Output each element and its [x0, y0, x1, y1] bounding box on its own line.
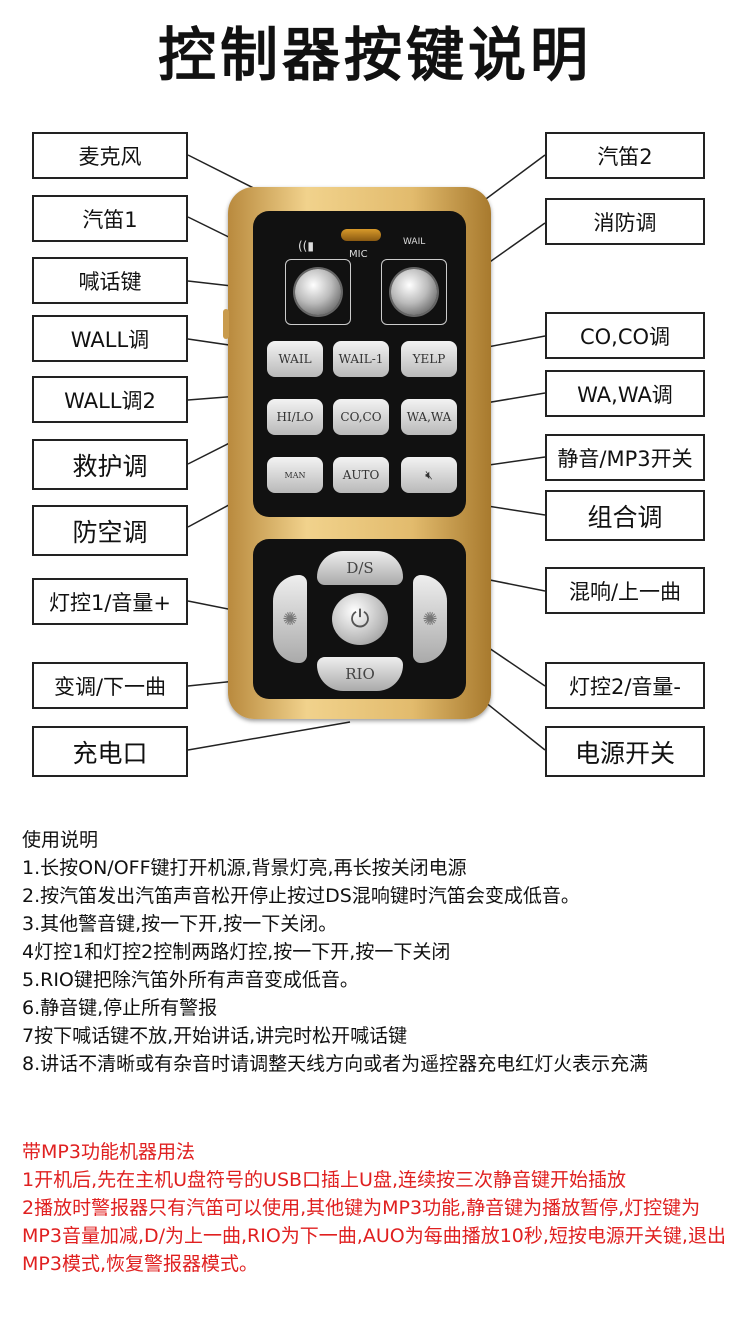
mp3-item: 2播放时警报器只有汽笛可以使用,其他键为MP3功能,静音键为播放暂停,灯控键为M… [22, 1197, 726, 1275]
label-horn2: 汽笛2 [545, 132, 705, 179]
label-combo: 组合调 [545, 490, 705, 541]
label-light2: 灯控2/音量- [545, 662, 705, 709]
wail-text: WAIL [403, 237, 426, 247]
power-button: ⏻ [332, 593, 388, 645]
usage-section: 使用说明 1.长按ON/OFF键打开机源,背景灯亮,再长按关闭电源 2.按汽笛发… [22, 826, 732, 1078]
light1-button: ✺ [273, 575, 307, 663]
sun-icon: ✺ [282, 608, 298, 630]
usage-item: 3.其他警音键,按一下开,按一下关闭。 [22, 913, 338, 935]
horn-icon: ((▮ [298, 239, 314, 253]
usage-heading: 使用说明 [22, 829, 99, 851]
usage-item: 7按下喊话键不放,开始讲话,讲完时松开喊话键 [22, 1025, 408, 1047]
label-wawa: WA,WA调 [545, 370, 705, 417]
light2-button: ✺ [413, 575, 447, 663]
label-charge: 充电口 [32, 726, 188, 777]
wail1-button: WAIL-1 [333, 341, 389, 377]
label-light1: 灯控1/音量+ [32, 578, 188, 625]
label-fire: 消防调 [545, 198, 705, 245]
sun-icon: ✺ [422, 608, 438, 630]
remote-control: ((▮ MIC WAIL WAIL WAIL-1 YELP HI/LO CO,C… [223, 187, 491, 719]
usage-item: 4灯控1和灯控2控制两路灯控,按一下开,按一下关闭 [22, 941, 451, 963]
wail-button: WAIL [267, 341, 323, 377]
page-title: 控制器按键说明 [157, 21, 592, 89]
label-ambulance: 救护调 [32, 439, 188, 490]
remote-bottom-panel: D/S RIO ✺ ✺ ⏻ [253, 539, 466, 699]
mic-text: MIC [349, 249, 368, 260]
mp3-section: 带MP3功能机器用法 1开机后,先在主机U盘符号的USB口插上U盘,连续按三次静… [22, 1138, 737, 1278]
mp3-item: 1开机后,先在主机U盘符号的USB口插上U盘,连续按三次静音键开始插放 [22, 1169, 626, 1191]
mute-button: 🔇︎ [401, 457, 457, 493]
talk-side-button [223, 309, 229, 339]
rio-button: RIO [317, 657, 403, 691]
mic-slot [341, 229, 381, 241]
auto-button: AUTO [333, 457, 389, 493]
label-wall2: WALL调2 [32, 376, 188, 423]
horn1-knob [295, 269, 341, 315]
coco-button: CO,CO [333, 399, 389, 435]
label-talk: 喊话键 [32, 257, 188, 304]
mp3-heading: 带MP3功能机器用法 [22, 1141, 195, 1163]
wawa-button: WA,WA [401, 399, 457, 435]
speaker-mute-icon: 🔇︎ [425, 467, 433, 482]
dpad: D/S RIO ✺ ✺ ⏻ [269, 547, 447, 695]
label-airraid: 防空调 [32, 505, 188, 556]
hilo-button: HI/LO [267, 399, 323, 435]
horn2-knob-frame [381, 259, 447, 325]
horn2-knob [391, 269, 437, 315]
label-mute: 静音/MP3开关 [545, 434, 705, 481]
label-echo: 混响/上一曲 [545, 567, 705, 614]
label-coco: CO,CO调 [545, 312, 705, 359]
label-horn1: 汽笛1 [32, 195, 188, 242]
label-power: 电源开关 [545, 726, 705, 777]
horn1-knob-frame [285, 259, 351, 325]
usage-item: 2.按汽笛发出汽笛声音松开停止按过DS混响键时汽笛会变成低音。 [22, 885, 580, 907]
usage-item: 5.RIO键把除汽笛外所有声音变成低音。 [22, 969, 359, 991]
label-pitch: 变调/下一曲 [32, 662, 188, 709]
usage-item: 6.静音键,停止所有警报 [22, 997, 218, 1019]
remote-top-panel: ((▮ MIC WAIL WAIL WAIL-1 YELP HI/LO CO,C… [253, 211, 466, 517]
usage-item: 1.长按ON/OFF键打开机源,背景灯亮,再长按关闭电源 [22, 857, 467, 879]
ds-button: D/S [317, 551, 403, 585]
usage-item: 8.讲话不清晰或有杂音时请调整天线方向或者为遥控器充电红灯火表示充满 [22, 1053, 649, 1075]
yelp-button: YELP [401, 341, 457, 377]
label-wall: WALL调 [32, 315, 188, 362]
man-button: MAN [267, 457, 323, 493]
power-icon: ⏻ [350, 605, 370, 633]
label-mic: 麦克风 [32, 132, 188, 179]
